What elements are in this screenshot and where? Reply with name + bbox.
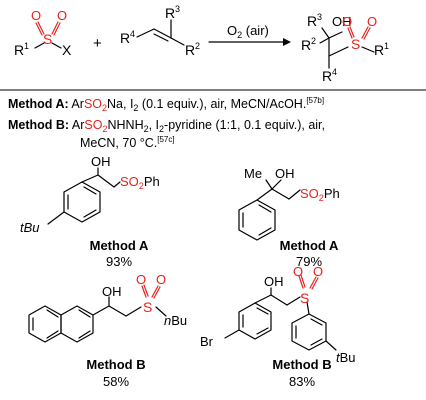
hydroxyl-label: OH <box>275 166 295 181</box>
r3-superscript: 3 <box>317 12 322 22</box>
product-3-yield: 58% <box>103 374 129 389</box>
r4-superscript: 4 <box>130 29 135 39</box>
oxygen-atom: O <box>293 264 303 279</box>
sulfur-atom: S <box>43 31 52 47</box>
r1-superscript: 1 <box>384 41 389 51</box>
arrow-label: O2 (air) <box>227 23 269 40</box>
r2-label: R <box>301 37 311 53</box>
product-1-method: Method A <box>90 238 149 253</box>
reaction-arrow: O2 (air) <box>208 23 291 46</box>
r4-superscript: 4 <box>332 67 337 77</box>
product-2-method: Method A <box>280 238 339 253</box>
hydroxyl-label: OH <box>264 274 284 289</box>
butyl-label: nBu <box>164 313 187 328</box>
plus-sign: + <box>93 35 102 52</box>
r1-label: R <box>374 42 384 58</box>
hydroxyl-label: OH <box>91 154 111 169</box>
r4-label: R <box>120 30 130 46</box>
sulfur-atom: S <box>300 290 309 306</box>
oxygen-atom: O <box>342 14 352 29</box>
sulfonyl-reagent: O O S R 1 X <box>14 8 72 58</box>
product-2-yield: 79% <box>296 254 322 269</box>
oxygen-atom: O <box>313 264 323 279</box>
method-b-description-line2: MeCN, 70 °C.[57c] <box>80 135 175 150</box>
r3-superscript: 3 <box>175 4 180 14</box>
alkene-reagent: R 4 R 3 R 2 <box>120 4 200 58</box>
sulfonyl-phenyl-label: SO2Ph <box>300 186 340 203</box>
r2-label: R <box>185 42 195 58</box>
oxygen-atom: O <box>31 8 41 23</box>
method-b-description: Method B: ArSO2NHNH2, I2-pyridine (1:1, … <box>8 118 325 134</box>
methyl-label: Me <box>244 166 262 181</box>
product-3-structure: OH O O S nBu <box>28 272 187 343</box>
method-a-description: Method A: ArSO2Na, I2 (0.1 equiv.), air,… <box>8 96 324 113</box>
tert-butyl-label: tBu <box>20 220 40 235</box>
oxygen-atom: O <box>136 272 146 287</box>
sulfonyl-phenyl-label: SO2Ph <box>120 174 160 191</box>
product-2-structure: Me OH SO2Ph <box>238 166 340 241</box>
r1-superscript: 1 <box>24 41 29 51</box>
bromo-label: Br <box>200 334 214 349</box>
r2-superscript: 2 <box>195 41 200 51</box>
product-4-structure: OH O O S Br tBu <box>200 264 356 365</box>
product-general: R 3 OH O O S R 2 R 1 R 4 <box>301 12 389 84</box>
product-4-method: Method B <box>272 357 331 372</box>
x-group-label: X <box>62 42 72 58</box>
r4-label: R <box>322 68 332 84</box>
r2-superscript: 2 <box>311 36 316 46</box>
product-4-yield: 83% <box>289 374 315 389</box>
sulfur-atom: S <box>351 36 360 52</box>
tert-butyl-label: tBu <box>336 350 356 365</box>
oxygen-atom: O <box>367 14 377 29</box>
product-3-method: Method B <box>86 357 145 372</box>
product-1-structure: OH SO2Ph tBu <box>20 154 160 235</box>
product-1-yield: 93% <box>106 254 132 269</box>
hydroxyl-label: OH <box>332 14 352 29</box>
hydroxyl-label: OH <box>102 284 122 299</box>
oxygen-atom: O <box>156 272 166 287</box>
sulfur-atom: S <box>143 299 152 315</box>
r3-label: R <box>307 13 317 29</box>
oxygen-atom: O <box>57 8 67 23</box>
r3-label: R <box>165 5 175 21</box>
r1-label: R <box>14 42 24 58</box>
